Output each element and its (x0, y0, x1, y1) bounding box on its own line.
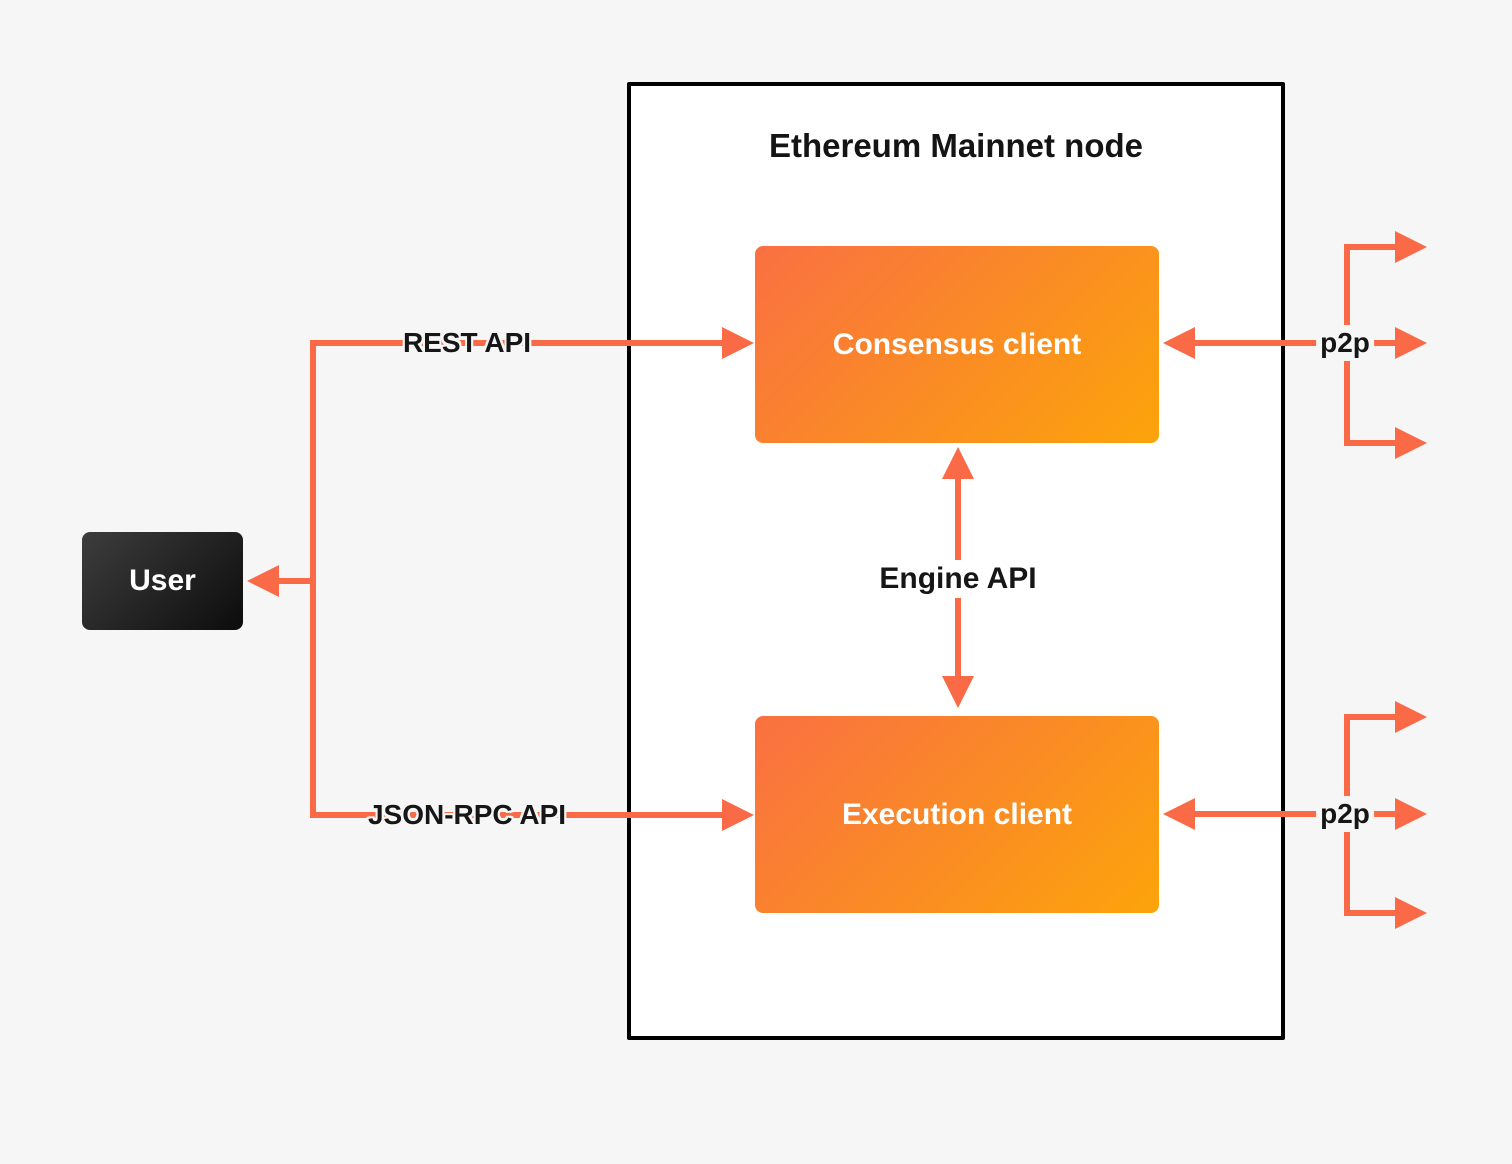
rest-api-arrowhead (722, 327, 754, 359)
p2p-consensus-line (1195, 340, 1397, 346)
p2p-consensus-top-arm (1344, 244, 1397, 250)
execution-client-label: Execution client (841, 797, 1073, 831)
rest-api-line (310, 340, 722, 346)
execution-client-box: Execution client (755, 716, 1159, 913)
engine-api-arrowhead-down (942, 676, 974, 708)
consensus-client-box: Consensus client (755, 246, 1159, 443)
user-box: User (82, 532, 243, 630)
p2p-execution-bottom-peer-arrowhead (1395, 897, 1427, 929)
p2p-consensus-label: p2p (1316, 325, 1374, 361)
rest-api-label: REST API (402, 327, 532, 358)
engine-api-arrowhead-up (942, 447, 974, 479)
user-arrowhead (247, 565, 279, 597)
ethereum-node-title: Ethereum Mainnet node (768, 127, 1144, 164)
p2p-execution-bottom-arm (1344, 910, 1397, 916)
json-rpc-api-line (310, 812, 722, 818)
p2p-execution-mid-peer-arrowhead (1395, 798, 1427, 830)
p2p-execution-label: p2p (1316, 796, 1374, 832)
p2p-consensus-bottom-arm (1344, 440, 1397, 446)
p2p-consensus-mid-peer-arrowhead (1395, 327, 1427, 359)
json-rpc-api-arrowhead (722, 799, 754, 831)
json-rpc-api-label: JSON-RPC API (367, 799, 567, 830)
p2p-execution-top-arm (1344, 714, 1397, 720)
p2p-execution-top-peer-arrowhead (1395, 701, 1427, 733)
p2p-consensus-arrowhead (1163, 327, 1195, 359)
user-arrow-line (279, 578, 316, 584)
p2p-execution-line (1195, 811, 1397, 817)
consensus-client-label: Consensus client (832, 327, 1082, 361)
p2p-consensus-top-peer-arrowhead (1395, 231, 1427, 263)
p2p-execution-arrowhead (1163, 798, 1195, 830)
user-label: User (129, 564, 196, 597)
engine-api-label: Engine API (873, 560, 1043, 598)
p2p-consensus-bottom-peer-arrowhead (1395, 427, 1427, 459)
